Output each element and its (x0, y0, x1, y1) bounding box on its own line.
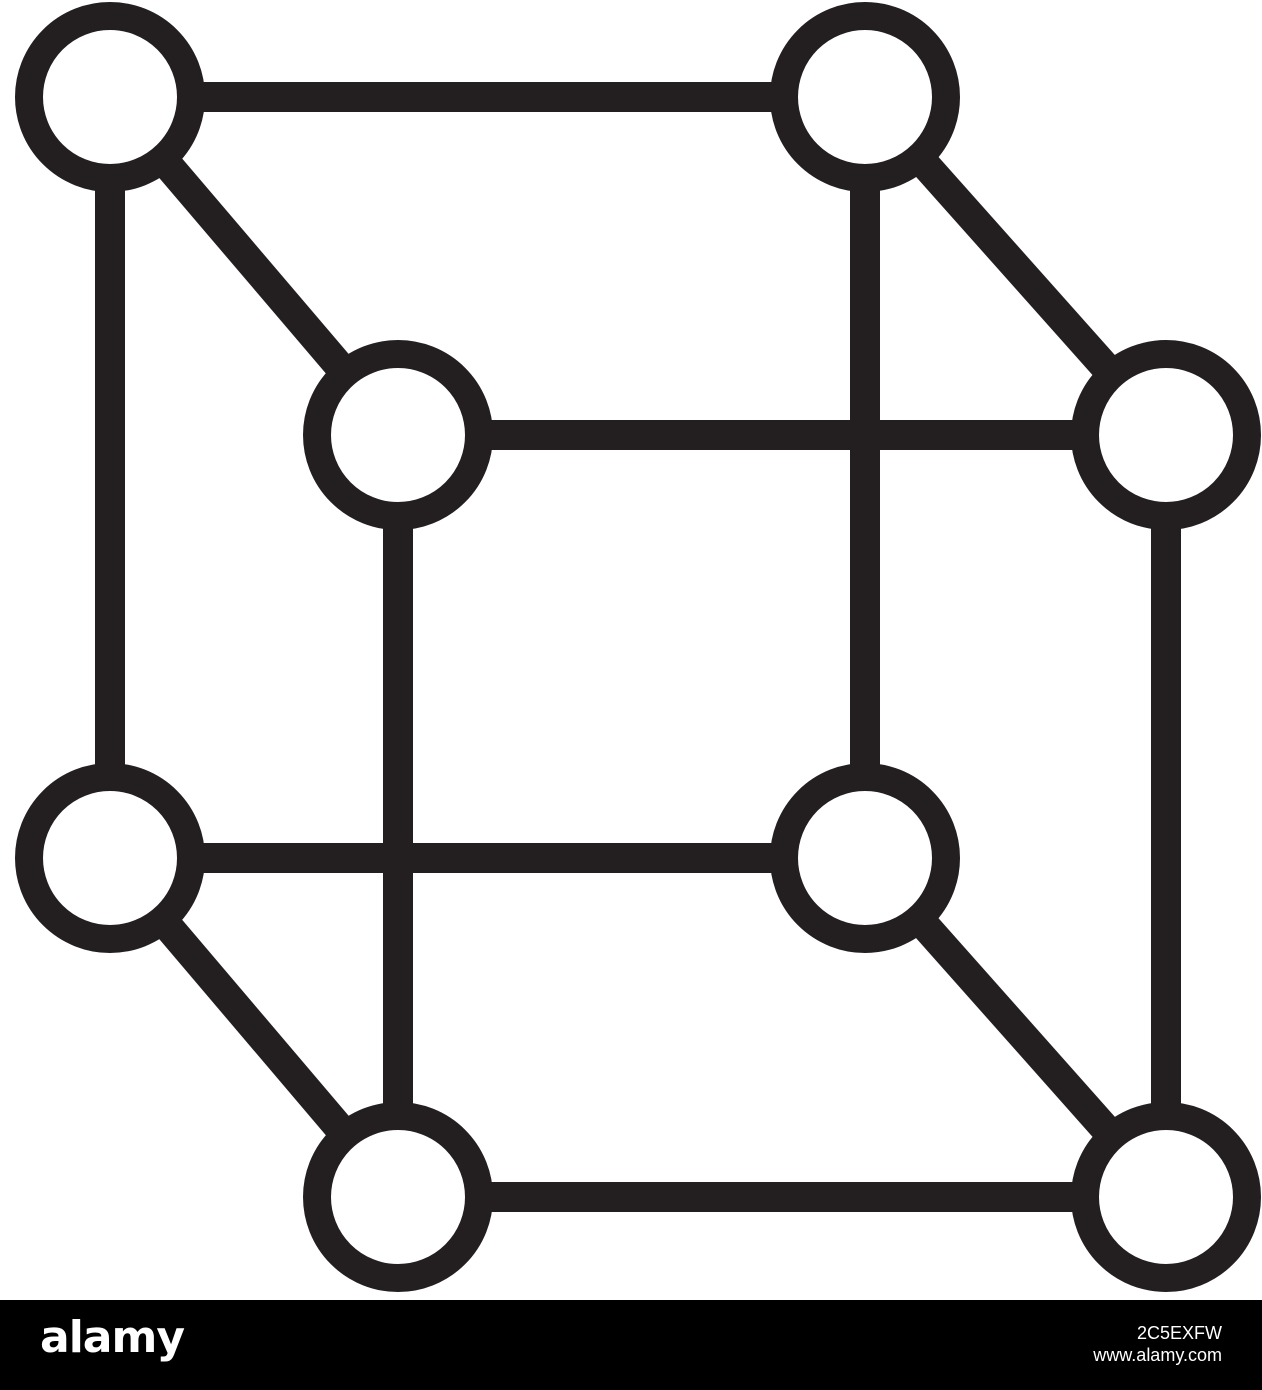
image-id: 2C5EXFW (1136, 1323, 1222, 1343)
node-front-bottom-left (303, 1102, 493, 1292)
node-back-top-left (15, 2, 205, 192)
watermark-footer: alamy 2C5EXFW www.alamy.com (0, 1300, 1262, 1390)
node-back-bottom-left (15, 763, 205, 953)
site-url: www.alamy.com (1093, 1345, 1222, 1365)
image-id-block: 2C5EXFW www.alamy.com (1093, 1322, 1222, 1366)
cube-structure-svg (15, 2, 1261, 1292)
node-back-top-right (770, 2, 960, 192)
brand-logo: alamy (40, 1312, 185, 1363)
node-back-bottom-right (770, 763, 960, 953)
cube-structure-icon (15, 2, 1261, 1292)
node-front-top-right (1071, 340, 1261, 530)
node-front-bottom-right (1071, 1102, 1261, 1292)
node-front-top-left (303, 340, 493, 530)
